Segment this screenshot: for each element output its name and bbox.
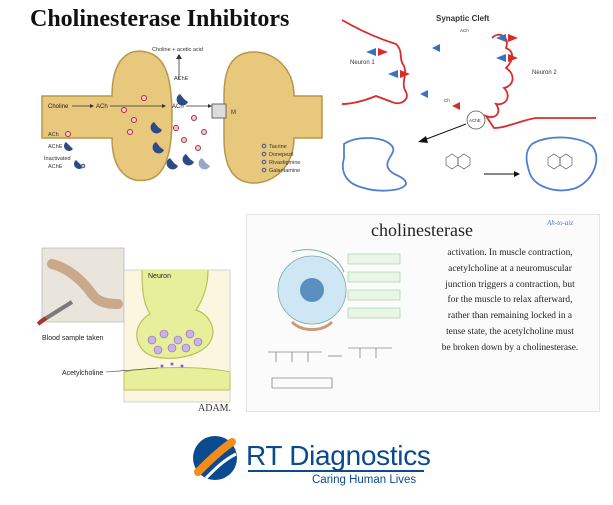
presynaptic-neuron: [41, 50, 173, 182]
svg-text:ACh: ACh: [48, 132, 59, 138]
ach-arrows: [366, 34, 518, 110]
ache-label: AChE: [469, 118, 481, 123]
logo-divider: [248, 470, 424, 472]
acetylcholine-label: Acetylcholine: [62, 370, 103, 377]
cholinesterase-title: cholinesterase: [371, 220, 473, 240]
page-title: Cholinesterase Inhibitors: [30, 6, 290, 32]
svg-text:Tacrine: Tacrine: [269, 144, 287, 150]
synaptic-cleft-diagram: Synaptic Cleft Neuron 1 Neuron 2 ACh Ch …: [341, 14, 598, 192]
inactivated-ache: [198, 158, 210, 170]
protein-bound: [525, 136, 598, 192]
neuron-1: [341, 19, 408, 105]
ch-label: Ch: [444, 98, 450, 103]
ach-label-mid: ACh: [172, 104, 184, 110]
cholinesterase-mechanism: [268, 249, 401, 389]
ache-enzymes: [150, 94, 194, 170]
svg-text:Rivastigmine: Rivastigmine: [269, 160, 300, 166]
choline-acetic-label: Choline + acetic acid: [152, 47, 203, 53]
inhibitor-molecule: [445, 153, 471, 170]
company-name: RT Diagnostics: [246, 440, 431, 471]
company-tagline: Caring Human Lives: [312, 474, 417, 486]
vesicles: [147, 329, 203, 355]
svg-text:Inactivated: Inactivated: [44, 156, 71, 162]
svg-text:Donepezil: Donepezil: [269, 152, 293, 158]
cholinesterase-paragraph: activation. In muscle contraction, acety…: [441, 248, 579, 353]
brand-mark: Ah-to-aiz: [547, 219, 574, 227]
ache-enzyme: [466, 110, 486, 130]
postsynaptic-neuron: [223, 51, 323, 184]
neuron-2: [483, 33, 596, 129]
svg-text:AChE: AChE: [48, 164, 63, 170]
neuron-1-label: Neuron 1: [350, 60, 375, 66]
neuron-terminal: [136, 269, 214, 359]
protein-open: [342, 137, 407, 192]
choline-label: Choline: [48, 104, 69, 110]
legend: ACh AChE Inactivated AChE Tacrine Donepe…: [44, 131, 300, 174]
ach-label: ACh: [460, 28, 469, 33]
synapse-diagram: M Choline + acetic acid AChE Choline ACh…: [41, 47, 323, 184]
ach-molecules: [121, 95, 207, 151]
neuron-2-label: Neuron 2: [532, 70, 557, 76]
rt-diagnostics-logo-mark: [193, 436, 237, 480]
ache-top-label: AChE: [174, 76, 189, 82]
svg-text:Galantamine: Galantamine: [269, 168, 300, 174]
synaptic-cleft-title: Synaptic Cleft: [436, 14, 490, 23]
neuron-blood-illustration: Blood sample taken Neuron Acetylcholine: [36, 247, 231, 403]
receptor-m: [211, 103, 227, 119]
receptor-label: M: [231, 110, 236, 116]
neuron-label: Neuron: [148, 273, 171, 280]
adam-watermark: ADAM.: [198, 403, 232, 414]
ach-label-left: ACh: [96, 104, 108, 110]
blood-sample-label: Blood sample taken: [42, 335, 104, 342]
svg-text:AChE: AChE: [48, 144, 63, 150]
